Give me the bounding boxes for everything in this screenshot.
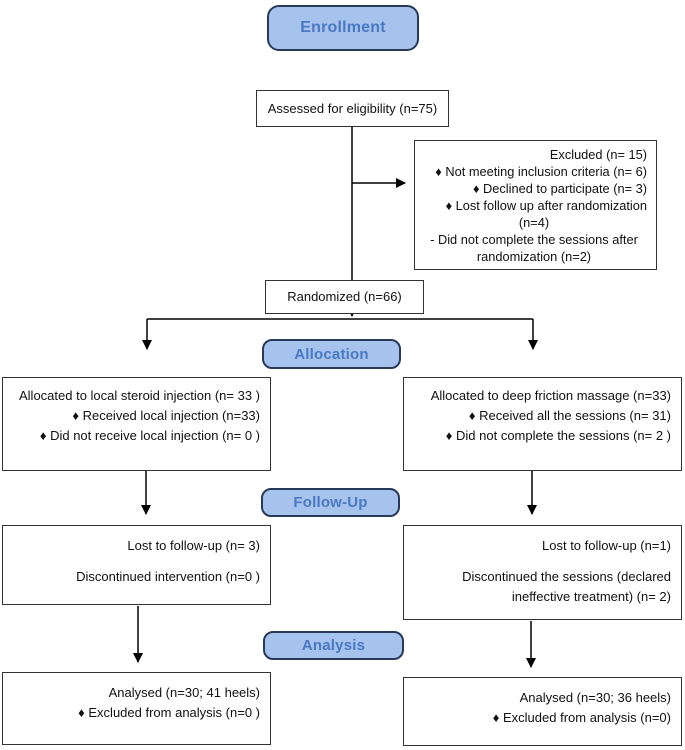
followup-right-line: Lost to follow-up (n=1) <box>542 538 671 553</box>
excluded-item: - Did not complete the sessions after ra… <box>430 232 638 264</box>
analysis-left-line: ♦ Excluded from analysis (n=0 ) <box>78 705 260 720</box>
stage-label-followup: Follow-Up <box>261 488 400 517</box>
allocation-right-item: ♦ Received all the sessions (n= 31) <box>468 408 671 423</box>
followup-right-box: Lost to follow-up (n=1) Discontinued the… <box>403 525 682 620</box>
allocation-right-item: ♦ Did not complete the sessions (n= 2 ) <box>445 428 671 443</box>
stage-label-allocation: Allocation <box>262 339 401 369</box>
followup-right-line: Discontinued the sessions (declared inef… <box>462 569 671 604</box>
allocation-right-title: Allocated to deep friction massage (n=33… <box>430 388 671 403</box>
followup-left-box: Lost to follow-up (n= 3) Discontinued in… <box>2 525 271 605</box>
allocation-left-item: ♦ Did not receive local injection (n= 0 … <box>39 428 260 443</box>
excluded-item: (n=4) <box>518 215 550 230</box>
excluded-box: Excluded (n= 15) ♦ Not meeting inclusion… <box>414 140 657 270</box>
allocation-left-item: ♦ Received local injection (n=33) <box>72 408 260 423</box>
assessed-eligibility-box: Assessed for eligibility (n=75) <box>256 90 449 127</box>
stage-label-enrollment: Enrollment <box>267 5 419 51</box>
excluded-item: ♦ Not meeting inclusion criteria (n= 6) <box>435 164 647 179</box>
analysis-right-line: ♦ Excluded from analysis (n=0) <box>492 710 671 725</box>
analysis-right-line: Analysed (n=30; 36 heels) <box>519 690 671 705</box>
excluded-title: Excluded (n= 15) <box>549 147 647 162</box>
allocation-left-title: Allocated to local steroid injection (n=… <box>19 388 260 403</box>
analysis-left-box: Analysed (n=30; 41 heels) ♦ Excluded fro… <box>2 672 271 745</box>
excluded-item: ♦ Declined to participate (n= 3) <box>472 181 647 196</box>
randomized-text: Randomized (n=66) <box>287 289 402 304</box>
followup-left-line: Lost to follow-up (n= 3) <box>127 538 260 553</box>
excluded-item: ♦ Lost follow up after randomization <box>445 198 647 213</box>
followup-left-line: Discontinued intervention (n=0 ) <box>76 569 260 584</box>
analysis-left-line: Analysed (n=30; 41 heels) <box>108 685 260 700</box>
analysis-right-box: Analysed (n=30; 36 heels) ♦ Excluded fro… <box>403 677 682 746</box>
allocation-left-box: Allocated to local steroid injection (n=… <box>2 377 271 471</box>
stage-label-analysis: Analysis <box>263 631 404 660</box>
assessed-eligibility-text: Assessed for eligibility (n=75) <box>267 100 438 116</box>
randomized-box: Randomized (n=66) <box>265 280 424 314</box>
allocation-right-box: Allocated to deep friction massage (n=33… <box>403 377 682 471</box>
